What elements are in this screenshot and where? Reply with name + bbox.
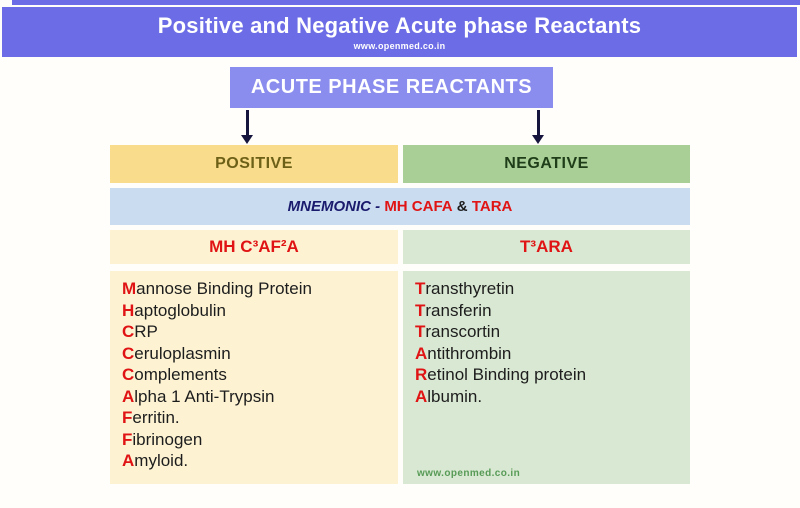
positive-mnemonic-code: MH C³AF²A (110, 230, 398, 264)
mnemonic-banner: MNEMONIC - MH CAFA & TARA (110, 188, 690, 225)
list-item: Haptoglobulin (122, 300, 226, 320)
mnemonic-letter: M (122, 279, 137, 298)
mnemonic-letter: A (122, 451, 135, 470)
mnemonic-letter: A (415, 386, 428, 406)
mnemonic-letter: T (415, 322, 426, 341)
list-item: Antithrombin (415, 343, 512, 363)
list-item: Transferin (415, 300, 492, 320)
mnemonic-segment: TARA (471, 198, 513, 215)
title-banner: Positive and Negative Acute phase Reacta… (2, 7, 797, 57)
negative-mnemonic-code: T³ARA (403, 230, 690, 264)
mnemonic-letter: H (122, 300, 135, 320)
mnemonic-letter: T (415, 300, 426, 320)
top-accent-strip (12, 0, 800, 5)
list-item: Mannose Binding Protein (122, 279, 312, 298)
negative-column-header: NEGATIVE (403, 145, 690, 183)
two-column-table: POSITIVE NEGATIVE MNEMONIC - MH CAFA & T… (110, 145, 690, 484)
arrow-down-to-positive (239, 110, 255, 144)
mnemonic-subheader-row: MH C³AF²A T³ARA (110, 230, 690, 264)
header-row: POSITIVE NEGATIVE (110, 145, 690, 183)
positive-column-header: POSITIVE (110, 145, 398, 183)
list-item: Fibrinogen (122, 429, 203, 449)
list-item: Amyloid. (122, 451, 189, 470)
list-item: CRP (122, 322, 158, 341)
list-item: Complements (122, 365, 227, 384)
root-node-acute-phase-reactants: ACUTE PHASE REACTANTS (230, 67, 553, 108)
arrow-down-to-negative (530, 110, 546, 144)
list-item: Alpha 1 Anti-Trypsin (122, 386, 275, 406)
mnemonic-letter: C (122, 365, 135, 384)
list-item: Retinol Binding protein (415, 365, 587, 384)
mnemonic-segment: & (452, 198, 472, 215)
arrow-head-icon (532, 135, 544, 144)
banner-watermark: www.openmed.co.in (353, 41, 446, 51)
mnemonic-segment: MNEMONIC - (287, 198, 385, 215)
mnemonic-letter: F (122, 429, 133, 449)
mnemonic-letter: R (415, 365, 428, 384)
mnemonic-letter: A (122, 386, 135, 406)
mnemonic-segment: MH CAFA (384, 198, 453, 215)
page-title: Positive and Negative Acute phase Reacta… (157, 13, 642, 38)
list-item: Ceruloplasmin (122, 343, 231, 363)
mnemonic-letter: T (415, 279, 426, 298)
mnemonic-letter: A (415, 343, 428, 363)
list-item: Ferritin. (122, 408, 180, 427)
mnemonic-letter: C (122, 322, 135, 341)
arrow-head-icon (241, 135, 253, 144)
arrow-shaft (536, 110, 540, 135)
mnemonic-letter: C (122, 343, 135, 363)
list-item: Transthyretin (415, 279, 515, 298)
list-item: Transcortin (415, 322, 501, 341)
arrow-shaft (245, 110, 249, 135)
list-watermark: www.openmed.co.in (417, 468, 521, 479)
list-item: Albumin. (415, 386, 483, 406)
mnemonic-letter: F (122, 408, 133, 427)
